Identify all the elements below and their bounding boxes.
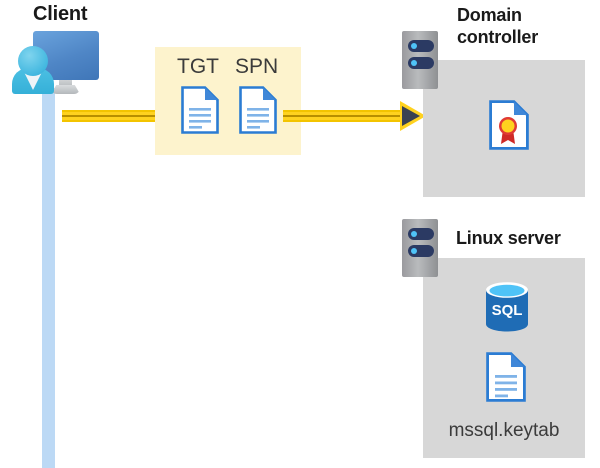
server-led-bottom	[411, 248, 417, 254]
server-led-top	[411, 231, 417, 237]
sql-database-icon: SQL	[484, 281, 530, 338]
keytab-caption: mssql.keytab	[448, 420, 560, 441]
arrow-segment-right	[283, 110, 405, 122]
domain-controller-label: Domain controller	[457, 4, 538, 48]
server-bar-bottom	[408, 245, 434, 257]
tgt-document-icon	[181, 86, 219, 134]
server-bar-top	[408, 228, 434, 240]
spn-document-icon	[239, 86, 277, 134]
arrow-head-inner	[402, 106, 420, 126]
client-label: Client	[33, 3, 88, 25]
server-bar-bottom	[408, 57, 434, 69]
monitor-neck	[59, 80, 72, 87]
server-bar-top	[408, 40, 434, 52]
user-head	[18, 46, 48, 76]
monitor-base	[51, 85, 80, 94]
domain-controller-label-line1: Domain	[457, 5, 522, 25]
server-led-top	[411, 43, 417, 49]
linux-server-label: Linux server	[456, 228, 561, 248]
spn-label: SPN	[235, 55, 279, 78]
tgt-label: TGT	[177, 55, 219, 78]
arrow-segment-left	[62, 110, 158, 122]
client-lifeline	[42, 88, 55, 468]
domain-controller-label-line2: controller	[457, 27, 539, 47]
server-led-bottom	[411, 60, 417, 66]
domain-controller-server-icon	[402, 31, 438, 89]
sql-database-caption: SQL	[492, 302, 523, 319]
linux-server-server-icon	[402, 219, 438, 277]
keytab-document-icon	[486, 352, 526, 402]
user-avatar-icon	[10, 46, 56, 94]
certificate-document-icon	[489, 100, 529, 150]
